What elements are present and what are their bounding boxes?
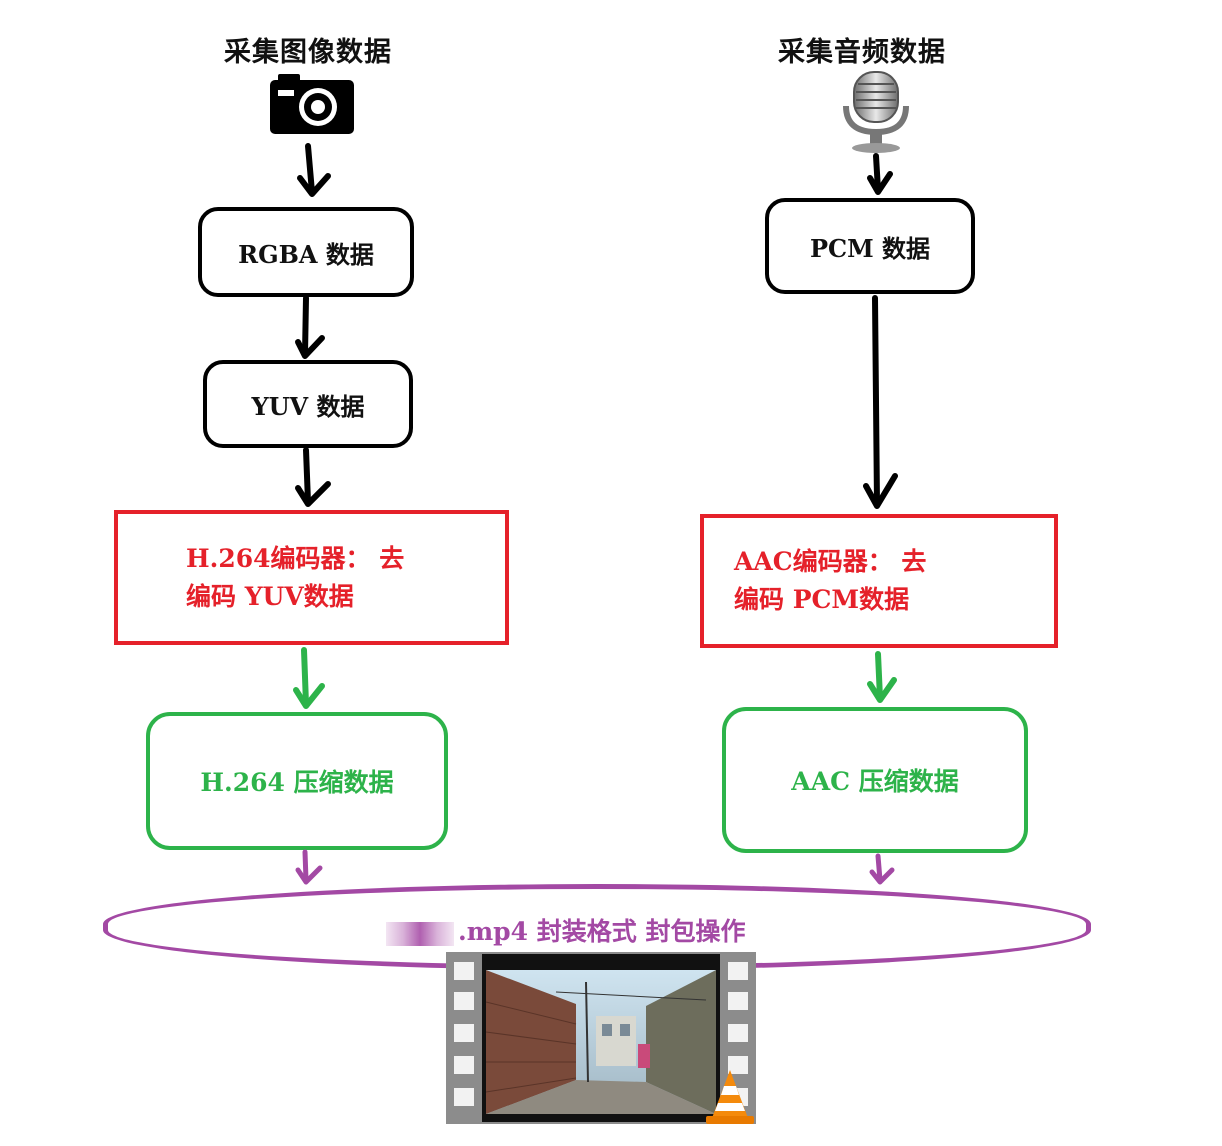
h264-encoder-box: H.264编码器： 去 编码 YUV数据 <box>114 510 509 645</box>
arrow-pcm-to-encoder <box>872 295 880 507</box>
microphone-icon <box>843 71 909 153</box>
h264-compressed-box: H.264 压缩数据 <box>146 712 448 850</box>
arrow-mic-to-pcm <box>873 153 881 193</box>
arrow-h264-encoder-to-compressed <box>301 647 309 707</box>
h264-encoder-line2: 编码 YUV数据 <box>186 581 354 611</box>
aac-encoder-box: AAC编码器： 去 编码 PCM数据 <box>700 514 1058 648</box>
h264-encoder-line1: H.264编码器： 去 <box>186 543 405 573</box>
vlc-cone-icon <box>706 1070 754 1124</box>
yuv-data-box: YUV 数据 <box>203 360 413 448</box>
blurred-filename <box>386 921 454 946</box>
aac-encoder-line2: 编码 PCM数据 <box>734 585 910 614</box>
arrow-yuv-to-encoder <box>303 447 311 505</box>
arrow-aac-encoder-to-compressed <box>875 651 883 701</box>
arrow-aac-to-mux <box>875 853 883 883</box>
audio-capture-title: 采集音频数据 <box>778 37 946 68</box>
arrow-rgba-to-yuv <box>302 295 309 357</box>
mp4-mux-label: .mp4 封装格式 封包操作 <box>386 912 745 948</box>
camera-icon <box>270 74 354 134</box>
arrow-h264-to-mux <box>302 849 309 883</box>
aac-compressed-box: AAC 压缩数据 <box>722 707 1028 853</box>
pcm-data-box: PCM 数据 <box>765 198 975 294</box>
arrow-camera-to-rgba <box>305 143 315 195</box>
aac-encoder-line1: AAC编码器： 去 <box>734 547 927 576</box>
mux-label-text: .mp4 封装格式 封包操作 <box>458 917 746 946</box>
video-capture-title: 采集图像数据 <box>224 37 392 68</box>
video-film-icon <box>446 952 756 1124</box>
